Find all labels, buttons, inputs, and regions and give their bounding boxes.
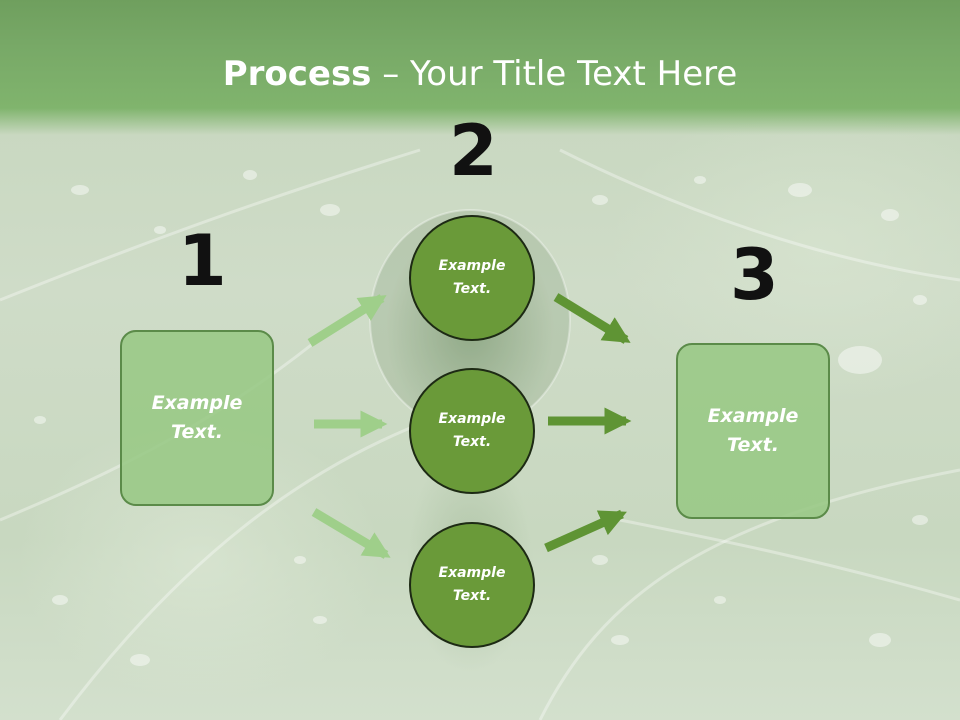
arrow-1-to-2c: [311, 508, 391, 559]
step-2-circle-3-text: Example Text.: [438, 565, 506, 604]
step-2-circle-1: Example Text.: [409, 215, 535, 341]
arrow-2c-to-3: [544, 509, 627, 553]
step-2-circle-2: Example Text.: [409, 368, 535, 494]
title-bold: Process: [222, 54, 372, 94]
arrow-2a-to-3: [553, 293, 631, 344]
title-rest: – Your Title Text Here: [371, 54, 738, 94]
step-1-box: Example Text.: [120, 330, 274, 506]
slide-title: Process – Your Title Text Here: [0, 52, 960, 96]
arrow-1-to-2a: [307, 294, 387, 347]
step-1-text: Example Text.: [151, 392, 243, 443]
step-3-box: Example Text.: [676, 343, 830, 519]
step-2-circle-1-text: Example Text.: [438, 258, 506, 297]
step-3-text: Example Text.: [707, 405, 799, 456]
title-band: [0, 0, 960, 135]
step-2-circle-2-text: Example Text.: [438, 411, 506, 450]
step-2-circle-3: Example Text.: [409, 522, 535, 648]
step-number-2: 2: [449, 110, 498, 192]
step-number-3: 3: [730, 234, 779, 316]
step-number-1: 1: [178, 220, 227, 302]
